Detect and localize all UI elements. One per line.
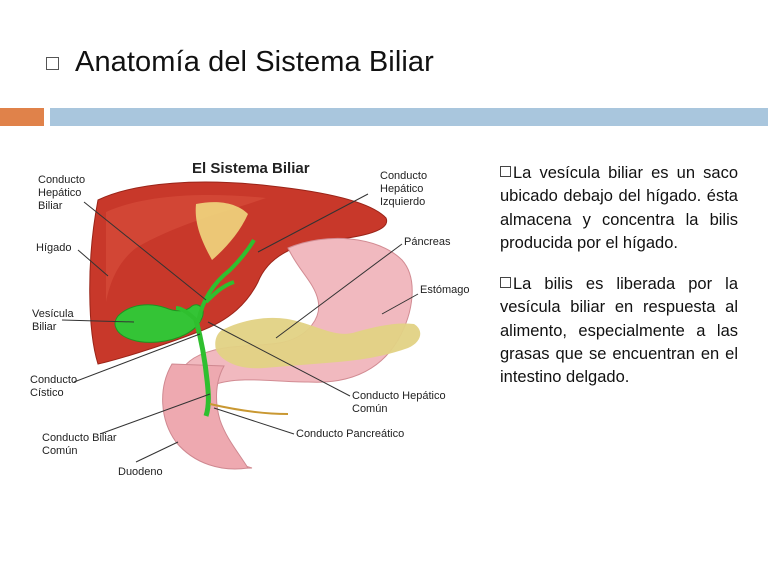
common-bile-duct [193, 319, 211, 417]
pancreas-shape [215, 317, 421, 369]
leader-lines [61, 193, 419, 463]
liver-highlight [106, 194, 266, 302]
label-estomago: Estómago [420, 284, 470, 296]
ligament-shape [195, 202, 248, 260]
hepatic-ducts [175, 238, 256, 324]
title-row: Anatomía del Sistema Biliar [46, 40, 434, 84]
label-conducto-hepatico-izquierdo: Conducto Hepático Izquierdo [380, 170, 428, 208]
slide-title: Anatomía del Sistema Biliar [75, 45, 434, 78]
label-conducto-biliar-comun: Conducto Biliar Común [42, 432, 117, 457]
label-conducto-hepatico-biliar: Conducto Hepático Biliar [38, 174, 86, 212]
gallbladder-shape [114, 304, 204, 343]
figure-title: El Sistema Biliar [192, 160, 310, 177]
label-conducto-cistico: Conducto Cístico [30, 374, 78, 399]
accent-bar-orange [0, 108, 44, 126]
duodenum-shape [162, 363, 249, 470]
checkbox-bullet-icon [500, 277, 511, 289]
text-column: La vesícula biliar es un saco ubicado de… [500, 162, 738, 408]
paragraph-2: La bilis es liberada por la vesícula bil… [500, 273, 738, 389]
anatomy-illustration [61, 181, 421, 470]
biliary-system-figure: El Sistema Biliar Conducto Hepático Bili… [26, 152, 482, 492]
paragraph-1: La vesícula biliar es un saco ubicado de… [500, 162, 738, 255]
label-vesicula-biliar: Vesícula Biliar [32, 308, 74, 333]
paragraph-2-text: La bilis es liberada por la vesícula bil… [500, 275, 738, 387]
paragraph-1-text: La vesícula biliar es un saco ubicado de… [500, 164, 738, 252]
pancreatic-duct [209, 403, 289, 415]
checkbox-bullet-icon [500, 166, 511, 177]
accent-bar-blue [50, 108, 768, 126]
square-bullet-icon [46, 56, 59, 70]
label-duodeno: Duodeno [118, 466, 163, 478]
label-conducto-pancreatico: Conducto Pancreático [296, 428, 405, 440]
label-pancreas: Páncreas [404, 236, 451, 248]
label-conducto-hepatico-comun: Conducto Hepático Común [352, 390, 446, 415]
label-higado: Hígado [36, 242, 72, 254]
